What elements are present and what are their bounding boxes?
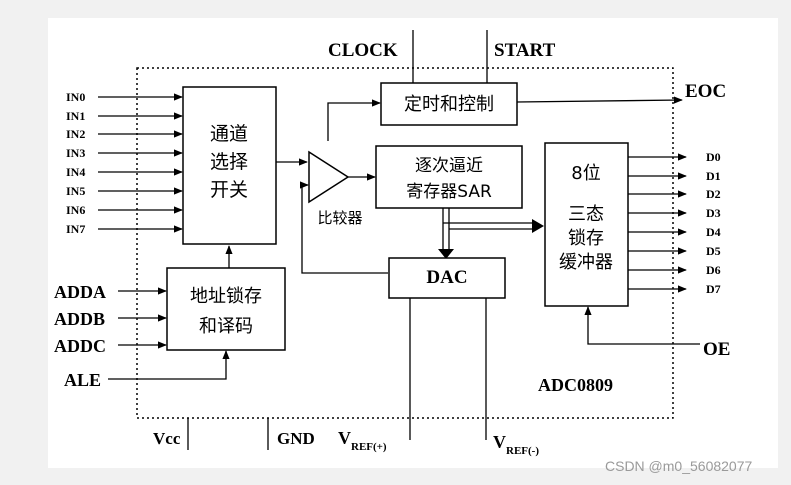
input-label: IN0 <box>66 90 85 104</box>
output-label: D2 <box>706 187 721 201</box>
start-label: START <box>494 40 556 61</box>
output-label: D0 <box>706 150 721 164</box>
vref-pos-label: V <box>338 428 351 448</box>
latch-label-line: 地址锁存 <box>190 286 262 307</box>
dac-block: DAC <box>388 257 506 299</box>
vcc-label: Vcc <box>153 429 181 448</box>
buffer-label-line: 缓冲器 <box>559 252 613 273</box>
address-inputs: ADDA ADDB ADDC ALE <box>54 282 230 390</box>
comparator-label: 比较器 <box>317 209 362 227</box>
input-line: IN7 <box>66 222 183 236</box>
input-label: IN5 <box>66 184 85 198</box>
output-line: D6 <box>628 263 721 277</box>
clock-start-pins: CLOCK START <box>328 30 556 83</box>
chip-name: ADC0809 <box>538 375 613 395</box>
tristate-buffer-block: 8位 三态 锁存 缓冲器 <box>544 142 629 307</box>
watermark: CSDN @m0_56082077 <box>605 458 753 474</box>
output-label: D7 <box>706 282 721 296</box>
output-line: D3 <box>628 206 721 220</box>
output-line: D2 <box>628 187 721 201</box>
input-label: IN7 <box>66 222 85 236</box>
addb-label: ADDB <box>54 309 105 329</box>
mux-label-line: 通道 <box>210 123 248 145</box>
gnd-label: GND <box>277 429 315 448</box>
output-line: D4 <box>628 225 721 239</box>
chip-boundary <box>136 67 674 419</box>
output-line: D5 <box>628 244 721 258</box>
ale-line <box>108 350 230 380</box>
input-line: IN6 <box>66 203 183 217</box>
buffer-label-line: 三态 <box>568 204 604 225</box>
timing-control-block: 定时和控制 <box>380 82 518 126</box>
buffer-label-line: 锁存 <box>568 228 604 249</box>
mux-label-line: 选择 <box>210 151 248 173</box>
comparator: 比较器 <box>308 150 363 227</box>
power-pins: Vcc GND V REF(+) V REF(-) <box>153 418 539 457</box>
eoc-line <box>516 96 683 104</box>
address-latch-block: 地址锁存 和译码 <box>166 267 286 351</box>
sar-block: 逐次逼近 寄存器SAR <box>375 145 523 209</box>
input-line: IN2 <box>66 127 183 141</box>
mux-label-line: 开关 <box>210 179 248 201</box>
dac-label: DAC <box>426 267 467 288</box>
vref-neg-label: V <box>493 432 506 452</box>
dac-feedback-line <box>299 181 388 274</box>
input-line: IN0 <box>66 90 183 104</box>
digital-outputs: D0 D1 D2 D3 D4 D5 D6 D7 <box>628 150 721 296</box>
output-line: D7 <box>628 282 721 296</box>
mux-block: 通道 选择 开关 <box>182 86 277 245</box>
vref-neg-subscript: REF(-) <box>506 445 539 457</box>
sar-to-buffer-bus <box>443 219 544 233</box>
comparator-to-timing-line <box>327 99 381 141</box>
input-label: IN6 <box>66 203 85 217</box>
timing-label: 定时和控制 <box>404 94 494 115</box>
sar-label-line: 寄存器SAR <box>406 182 492 202</box>
input-line: IN4 <box>66 165 183 179</box>
output-line: D1 <box>628 169 721 183</box>
output-label: D5 <box>706 244 721 258</box>
oe-line <box>584 306 700 345</box>
input-label: IN2 <box>66 127 85 141</box>
buffer-label-line: 8位 <box>571 163 600 184</box>
latch-label-line: 和译码 <box>199 316 253 337</box>
output-label: D4 <box>706 225 721 239</box>
vref-pos-subscript: REF(+) <box>351 441 387 453</box>
output-line: D0 <box>628 150 721 164</box>
clock-label: CLOCK <box>328 40 398 61</box>
input-line: IN5 <box>66 184 183 198</box>
input-label: IN3 <box>66 146 85 160</box>
output-label: D3 <box>706 206 721 220</box>
eoc-label: EOC <box>685 81 726 102</box>
oe-label: OE <box>703 339 730 360</box>
input-label: IN1 <box>66 109 85 123</box>
ale-label: ALE <box>64 370 101 390</box>
output-label: D1 <box>706 169 721 183</box>
output-label: D6 <box>706 263 721 277</box>
input-label: IN4 <box>66 165 85 179</box>
addc-label: ADDC <box>54 336 106 356</box>
sar-label-line: 逐次逼近 <box>415 156 483 176</box>
analog-inputs: IN0 IN1 IN2 IN3 IN4 IN5 IN6 IN7 <box>66 90 183 236</box>
adda-label: ADDA <box>54 282 106 302</box>
input-line: IN3 <box>66 146 183 160</box>
input-line: IN1 <box>66 109 183 123</box>
